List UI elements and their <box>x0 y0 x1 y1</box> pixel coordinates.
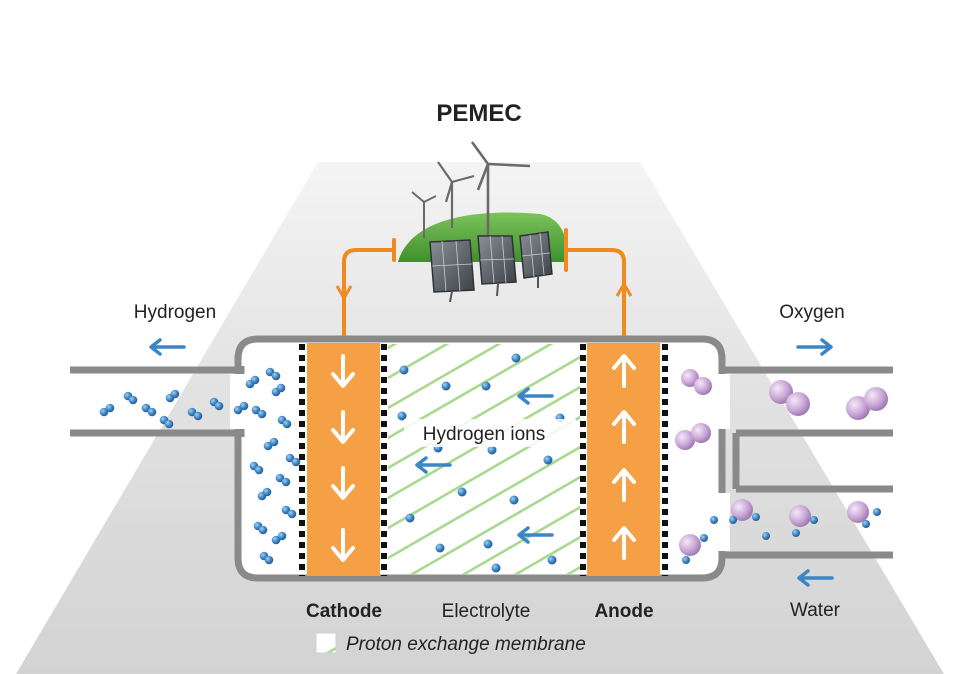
cathode-label: Cathode <box>306 601 382 622</box>
hydrogen-molecule-icon <box>123 391 138 405</box>
hydrogen-molecule-icon <box>257 487 272 501</box>
hydrogen-molecule-icon <box>281 505 297 519</box>
diagram-title: PEMEC <box>436 100 521 127</box>
ion-arrow-icon <box>517 387 554 405</box>
hydrogen-molecule-icon <box>263 437 279 451</box>
ion-arrow-icon <box>415 456 452 474</box>
hydrogen-molecule-icon <box>165 389 180 403</box>
water-molecules <box>679 499 881 564</box>
oxygen-molecule-icon <box>675 423 711 450</box>
oxygen-molecule-icon <box>681 369 712 395</box>
hydrogen-molecule-icon <box>253 521 268 535</box>
hydrogen-molecule-icon <box>249 461 264 475</box>
ion-arrow-icon <box>517 526 554 544</box>
wind-turbines-and-solar-panels-icon <box>398 141 567 303</box>
hydrogen-molecule-icon <box>159 415 174 429</box>
water-molecule-icon <box>710 516 718 524</box>
hydrogen-molecule-icon <box>271 531 287 545</box>
hydrogen-molecule-icon <box>245 375 260 389</box>
hydrogen-molecule-icon <box>265 367 281 381</box>
water-molecule-icon <box>847 501 881 528</box>
arrow-down-icon <box>331 410 355 444</box>
hydrogen-molecule-icon <box>277 415 292 429</box>
pipes <box>70 366 893 559</box>
water-label: Water <box>790 600 841 621</box>
oxygen-molecules <box>675 369 888 450</box>
hydrogen-ions-label: Hydrogen ions <box>423 424 546 445</box>
water-in-arrow-icon <box>797 569 834 587</box>
arrow-up-icon <box>612 526 636 560</box>
arrow-down-icon <box>331 354 355 388</box>
water-molecule-icon <box>789 505 818 537</box>
arrow-down-icon <box>331 466 355 500</box>
hydrogen-molecule-icon <box>99 403 115 417</box>
oxygen-molecule-icon <box>769 380 810 416</box>
hydrogen-label: Hydrogen <box>134 302 216 323</box>
hydrogen-molecule-icon <box>259 551 274 565</box>
hydrogen-molecules <box>99 367 301 565</box>
current-arrow-down-icon <box>335 285 353 301</box>
hydrogen-molecule-icon <box>233 401 249 415</box>
hydrogen-molecule-icon <box>209 397 224 411</box>
current-arrow-up-icon <box>615 281 633 297</box>
legend: Proton exchange membrane <box>315 632 586 655</box>
hydrogen-molecule-icon <box>187 407 203 421</box>
hydrogen-molecule-icon <box>275 473 291 487</box>
hydrogen-molecule-icon <box>141 403 157 417</box>
external-circuit <box>342 228 626 342</box>
arrow-up-icon <box>612 354 636 388</box>
water-molecule-icon <box>729 499 760 524</box>
solar-panels <box>429 231 553 303</box>
water-molecule-icon <box>762 532 770 540</box>
legend-swatch <box>315 632 337 654</box>
hydrogen-molecule-icon <box>285 453 301 467</box>
hydrogen-out-arrow-icon <box>149 338 186 356</box>
anode-arrows <box>612 354 636 560</box>
flow-arrows <box>149 338 834 587</box>
arrow-up-icon <box>612 468 636 502</box>
hydrogen-molecule-icon <box>271 383 286 397</box>
oxygen-label: Oxygen <box>779 302 844 323</box>
oxygen-out-arrow-icon <box>796 338 833 356</box>
water-molecule-icon <box>679 534 708 564</box>
anode-label: Anode <box>594 601 653 622</box>
electrode-borders <box>299 344 668 576</box>
cathode-arrows <box>331 354 355 562</box>
legend-label: Proton exchange membrane <box>346 634 586 655</box>
arrow-up-icon <box>612 410 636 444</box>
hydrogen-molecule-icon <box>251 405 267 419</box>
arrow-down-icon <box>331 528 355 562</box>
electrolyte-label: Electrolyte <box>442 601 531 622</box>
oxygen-molecule-icon <box>846 387 888 420</box>
